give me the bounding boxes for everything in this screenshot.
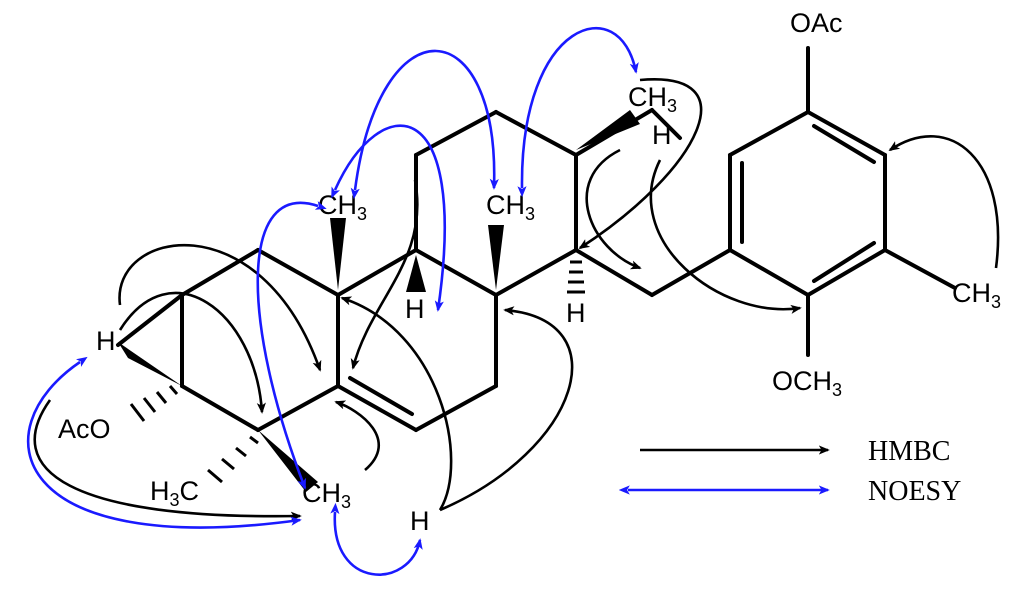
stereo-bonds — [118, 110, 640, 492]
label-ch3-bottom: CH3 — [302, 478, 351, 512]
label-h3c: H3C — [150, 476, 199, 510]
label-h-bottom: H — [410, 506, 430, 536]
legend: HMBC NOESY — [618, 436, 961, 507]
label-h-center-right: H — [566, 298, 586, 328]
legend-hmbc-label: HMBC — [868, 436, 950, 467]
legend-noesy-label: NOESY — [868, 476, 961, 507]
label-aco: AcO — [58, 414, 111, 444]
noesy-arrows — [26, 26, 639, 576]
label-ch3-center-left: CH3 — [318, 190, 367, 224]
atom-labels: OAc CH3 H CH3 CH3 H H H AcO H3C CH3 H CH… — [58, 8, 1001, 536]
label-ch3-right: CH3 — [952, 278, 1001, 312]
label-h-aromatic: H — [652, 120, 672, 150]
label-oac-top: OAc — [790, 8, 843, 38]
label-h-left: H — [96, 326, 116, 356]
label-ch3-center-right: CH3 — [486, 190, 535, 224]
label-och3: OCH3 — [772, 366, 842, 400]
label-h-ring-junction: H — [405, 294, 425, 324]
label-ch3-top: CH3 — [628, 82, 677, 116]
